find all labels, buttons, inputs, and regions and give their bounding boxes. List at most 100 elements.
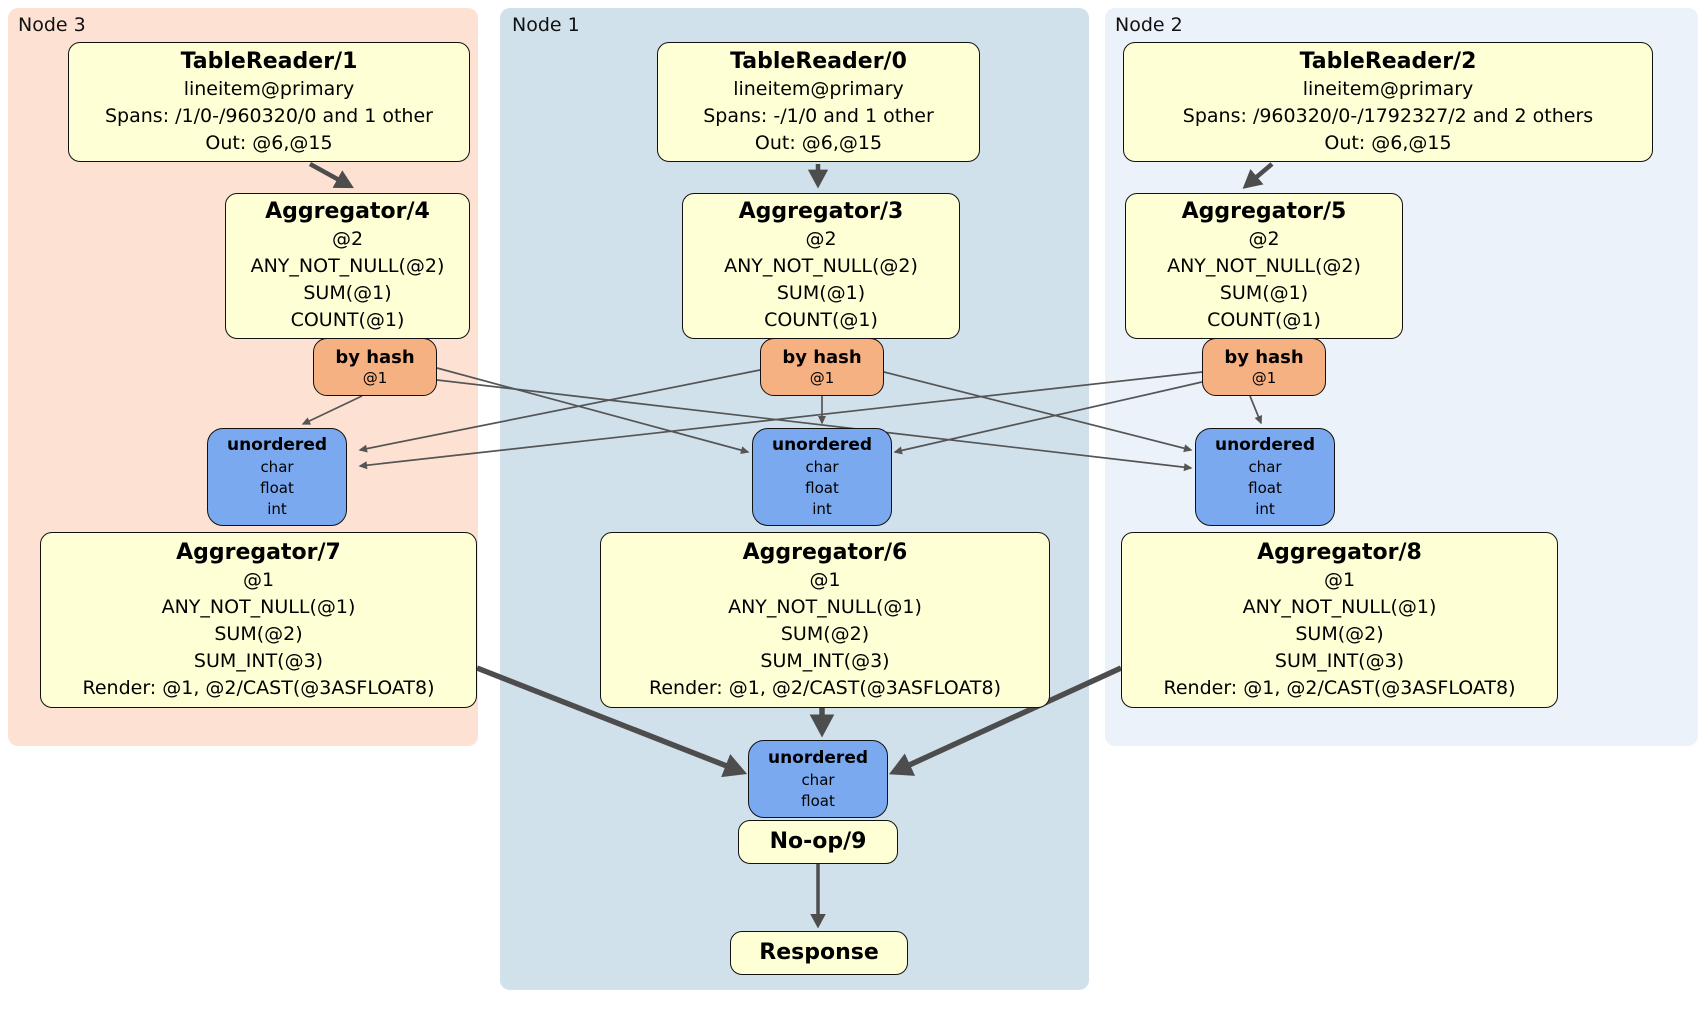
sync-type: float xyxy=(260,479,294,497)
render-line: Render: @1, @2/CAST(@3ASFLOAT8) xyxy=(82,676,435,699)
edge-tr2-agg5 xyxy=(1242,162,1274,189)
hash-router-node2: by hash @1 xyxy=(1202,338,1326,396)
sync-title: unordered xyxy=(771,435,873,455)
agg-expr: SUM_INT(@3) xyxy=(193,649,324,672)
edge-tr1-agg4 xyxy=(308,162,354,189)
unordered-sync-node2: unordered char float int xyxy=(1195,428,1335,526)
agg-expr: ANY_NOT_NULL(@2) xyxy=(724,255,918,277)
agg-expr: SUM(@1) xyxy=(1219,282,1309,304)
spans-line: Spans: -/1/0 and 1 other xyxy=(703,104,934,127)
index-line: lineitem@primary xyxy=(733,77,904,100)
router-title: by hash xyxy=(782,346,862,368)
edge-router1-sync2 xyxy=(883,371,1193,453)
agg-expr: SUM(@1) xyxy=(776,282,866,304)
edge-router3-sync1 xyxy=(436,367,750,455)
agg-group-col: @1 xyxy=(242,568,275,591)
processor-title: Aggregator/8 xyxy=(1257,539,1422,565)
agg-expr: SUM_INT(@3) xyxy=(760,649,890,672)
sync-type: char xyxy=(805,458,839,476)
agg-expr: COUNT(@1) xyxy=(290,309,405,331)
processor-title: TableReader/1 xyxy=(180,48,358,74)
sync-title: unordered xyxy=(767,747,869,768)
tablereader-0-box: TableReader/0 lineitem@primary Spans: -/… xyxy=(657,42,980,162)
out-line: Out: @6,@15 xyxy=(205,131,333,154)
agg-expr: ANY_NOT_NULL(@2) xyxy=(250,255,445,277)
sync-title: unordered xyxy=(1214,435,1316,455)
router-detail: @1 xyxy=(362,368,388,387)
render-line: Render: @1, @2/CAST(@3ASFLOAT8) xyxy=(649,676,1001,699)
agg-group-col: @2 xyxy=(805,228,837,250)
node1-label: Node 1 xyxy=(512,14,580,36)
processor-title: Aggregator/5 xyxy=(1181,199,1347,224)
node2-label: Node 2 xyxy=(1115,14,1183,36)
edge-agg7-finalsync xyxy=(475,665,748,778)
sync-type: float xyxy=(801,791,835,810)
unordered-sync-node3: unordered char float int xyxy=(207,428,347,526)
response-box: Response xyxy=(730,931,908,975)
edge-router3-sync3 xyxy=(301,395,363,425)
edge-router2-sync3 xyxy=(358,371,1203,470)
agg-expr: COUNT(@1) xyxy=(1207,309,1321,331)
router-title: by hash xyxy=(335,346,415,368)
tablereader-2-box: TableReader/2 lineitem@primary Spans: /9… xyxy=(1123,42,1653,162)
agg-expr: SUM(@2) xyxy=(1295,622,1384,645)
unordered-sync-final: unordered char float xyxy=(748,740,888,818)
aggregator-5-box: Aggregator/5 @2 ANY_NOT_NULL(@2) SUM(@1)… xyxy=(1125,193,1403,339)
sync-type: int xyxy=(267,500,287,518)
sync-type: int xyxy=(812,500,832,518)
processor-title: Aggregator/6 xyxy=(742,539,908,565)
router-detail: @1 xyxy=(809,368,835,387)
sync-type: float xyxy=(805,479,839,497)
processor-title: TableReader/0 xyxy=(730,48,907,74)
aggregator-4-box: Aggregator/4 @2 ANY_NOT_NULL(@2) SUM(@1)… xyxy=(225,193,470,339)
aggregator-8-box: Aggregator/8 @1 ANY_NOT_NULL(@1) SUM(@2)… xyxy=(1121,532,1558,708)
out-line: Out: @6,@15 xyxy=(754,131,883,154)
sync-type: int xyxy=(1255,500,1275,518)
aggregator-7-box: Aggregator/7 @1 ANY_NOT_NULL(@1) SUM(@2)… xyxy=(40,532,477,708)
index-line: lineitem@primary xyxy=(183,77,355,100)
spans-line: Spans: /1/0-/960320/0 and 1 other xyxy=(105,104,433,127)
agg-group-col: @2 xyxy=(1248,228,1280,250)
agg-expr: SUM_INT(@3) xyxy=(1274,649,1405,672)
agg-expr: SUM(@1) xyxy=(303,282,392,304)
node3-label: Node 3 xyxy=(18,14,86,36)
router-detail: @1 xyxy=(1251,368,1277,387)
router-title: by hash xyxy=(1224,346,1304,368)
agg-expr: ANY_NOT_NULL(@1) xyxy=(161,595,356,618)
edge-router2-sync1 xyxy=(893,381,1203,455)
aggregator-6-box: Aggregator/6 @1 ANY_NOT_NULL(@1) SUM(@2)… xyxy=(600,532,1050,708)
edge-router2-sync2 xyxy=(1249,395,1263,425)
processor-title: Aggregator/7 xyxy=(176,539,341,565)
hash-router-node3: by hash @1 xyxy=(313,338,437,396)
processor-title: Response xyxy=(759,940,879,965)
agg-expr: ANY_NOT_NULL(@1) xyxy=(1242,595,1437,618)
edge-router1-sync3 xyxy=(358,369,761,453)
sync-type: char xyxy=(1248,458,1282,476)
sync-type: float xyxy=(1248,479,1282,497)
aggregator-3-box: Aggregator/3 @2 ANY_NOT_NULL(@2) SUM(@1)… xyxy=(682,193,960,339)
agg-group-col: @1 xyxy=(809,568,841,591)
render-line: Render: @1, @2/CAST(@3ASFLOAT8) xyxy=(1163,676,1516,699)
agg-expr: COUNT(@1) xyxy=(764,309,878,331)
agg-expr: ANY_NOT_NULL(@2) xyxy=(1167,255,1361,277)
agg-expr: ANY_NOT_NULL(@1) xyxy=(728,595,922,618)
sync-title: unordered xyxy=(226,435,328,455)
sync-type: char xyxy=(801,770,835,789)
tablereader-1-box: TableReader/1 lineitem@primary Spans: /1… xyxy=(68,42,470,162)
agg-group-col: @2 xyxy=(331,228,364,250)
agg-group-col: @1 xyxy=(1323,568,1356,591)
spans-line: Spans: /960320/0-/1792327/2 and 2 others xyxy=(1182,104,1594,127)
agg-expr: SUM(@2) xyxy=(214,622,303,645)
processor-title: TableReader/2 xyxy=(1299,48,1477,74)
processor-title: Aggregator/4 xyxy=(265,199,430,224)
processor-title: Aggregator/3 xyxy=(738,199,904,224)
sync-type: char xyxy=(260,458,294,476)
hash-router-node1: by hash @1 xyxy=(760,338,884,396)
processor-title: No-op/9 xyxy=(769,829,867,854)
index-line: lineitem@primary xyxy=(1302,77,1474,100)
out-line: Out: @6,@15 xyxy=(1324,131,1452,154)
noop-box: No-op/9 xyxy=(738,820,898,864)
edge-agg8-finalsync xyxy=(888,665,1123,776)
